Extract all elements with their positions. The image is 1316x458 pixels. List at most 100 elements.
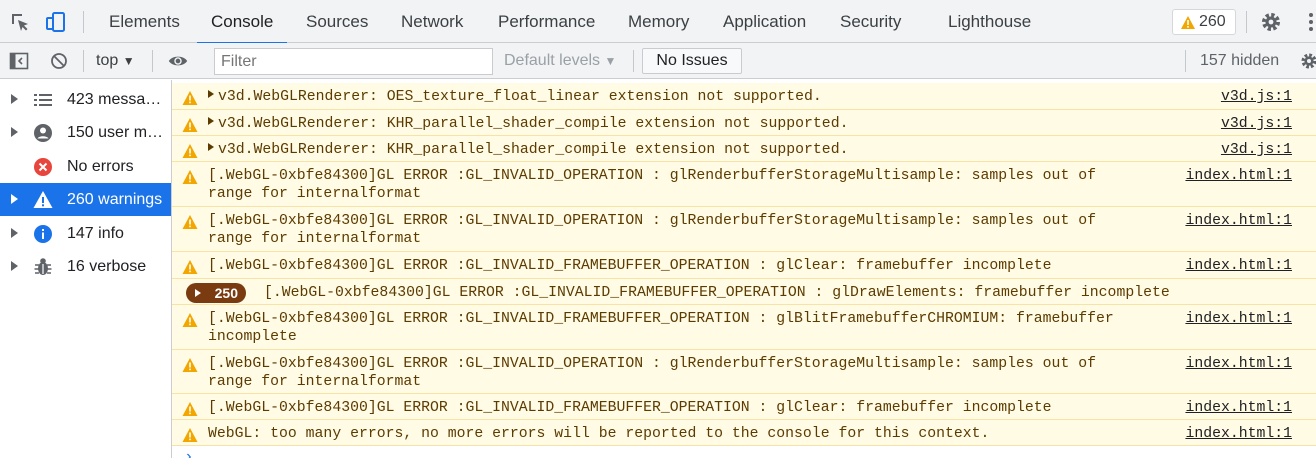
console-sidebar: 423 messa… 150 user m… No errors 260 war…	[0, 80, 172, 458]
toolbar-divider	[633, 50, 634, 72]
toolbar-divider	[1185, 50, 1186, 72]
tab-elements[interactable]: Elements	[109, 12, 180, 31]
warning-icon	[182, 90, 198, 106]
console-settings-gear-icon[interactable]	[1299, 51, 1316, 71]
sidebar-item-warnings[interactable]: 260 warnings	[0, 183, 171, 216]
expand-arrow-icon	[11, 261, 18, 271]
warning-message-row[interactable]: 250 [.WebGL-0xbfe84300]GL ERROR :GL_INVAL…	[172, 279, 1316, 305]
source-link[interactable]: v3d.js:1	[1220, 142, 1292, 158]
device-toolbar-icon[interactable]	[44, 10, 68, 34]
context-label: top	[96, 52, 119, 69]
message-text: [.WebGL-0xbfe84300]GL ERROR :GL_INVALID_…	[208, 356, 1096, 390]
tab-performance[interactable]: Performance	[498, 12, 596, 31]
log-levels-dropdown[interactable]: Default levels ▼	[504, 43, 616, 79]
more-options-icon[interactable]	[1299, 10, 1316, 34]
expand-arrow-icon	[11, 194, 18, 204]
warning-icon	[182, 214, 198, 230]
warning-message-row[interactable]: [.WebGL-0xbfe84300]GL ERROR :GL_INVALID_…	[172, 305, 1316, 350]
source-link[interactable]: index.html:1	[1185, 356, 1292, 372]
warning-icon	[182, 117, 198, 133]
log-levels-label: Default levels	[504, 52, 601, 69]
tab-console[interactable]: Console	[196, 0, 288, 44]
live-expression-eye-icon[interactable]	[168, 51, 188, 71]
sidebar-item-label: 150 user m…	[67, 124, 164, 141]
expand-arrow-icon	[11, 127, 18, 137]
sidebar-item-label: 260 warnings	[67, 191, 163, 208]
clear-console-icon[interactable]	[49, 51, 69, 71]
message-text: WebGL: too many errors, no more errors w…	[208, 426, 990, 442]
warning-icon	[33, 191, 53, 208]
warning-icon	[1181, 16, 1195, 29]
error-icon	[34, 158, 52, 176]
warning-message-row[interactable]: WebGL: too many errors, no more errors w…	[172, 420, 1316, 446]
warning-message-row[interactable]: v3d.WebGLRenderer: OES_texture_float_lin…	[172, 83, 1316, 110]
toolbar-divider	[83, 11, 84, 33]
warning-icon	[182, 143, 198, 159]
warning-message-row[interactable]: [.WebGL-0xbfe84300]GL ERROR :GL_INVALID_…	[172, 394, 1316, 420]
user-icon	[34, 124, 52, 142]
expand-arrow-icon	[11, 228, 18, 238]
expand-arrow-icon	[11, 94, 18, 104]
sidebar-toggle-icon[interactable]	[9, 51, 29, 71]
source-link[interactable]: index.html:1	[1185, 400, 1292, 416]
message-text[interactable]: v3d.WebGLRenderer: KHR_parallel_shader_c…	[208, 115, 848, 133]
devtools-tab-bar: Elements Console Sources Network Perform…	[0, 0, 1316, 44]
toolbar-divider	[83, 50, 84, 72]
sidebar-item-label: 147 info	[67, 225, 124, 242]
tab-network[interactable]: Network	[401, 12, 464, 31]
inspect-element-icon[interactable]	[8, 10, 32, 34]
warning-message-row[interactable]: v3d.WebGLRenderer: KHR_parallel_shader_c…	[172, 110, 1316, 136]
message-text: [.WebGL-0xbfe84300]GL ERROR :GL_INVALID_…	[208, 311, 1114, 345]
source-link[interactable]: v3d.js:1	[1220, 116, 1292, 132]
sidebar-item-errors[interactable]: No errors	[0, 150, 171, 183]
warning-icon	[182, 259, 198, 275]
source-link[interactable]: index.html:1	[1185, 311, 1292, 327]
filter-input[interactable]	[214, 48, 493, 75]
list-icon	[34, 94, 52, 106]
console-toolbar: top ▼ Default levels ▼ No Issues 157 hid…	[0, 43, 1316, 79]
source-link[interactable]: index.html:1	[1185, 213, 1292, 229]
warning-message-row[interactable]: [.WebGL-0xbfe84300]GL ERROR :GL_INVALID_…	[172, 350, 1316, 394]
sidebar-item-label: No errors	[67, 158, 134, 175]
toolbar-divider	[1246, 11, 1247, 33]
gear-icon[interactable]	[1259, 10, 1283, 34]
sidebar-item-label: 16 verbose	[67, 258, 147, 275]
tab-application[interactable]: Application	[723, 12, 807, 31]
bug-icon	[34, 258, 52, 275]
source-link[interactable]: index.html:1	[1185, 426, 1292, 442]
warning-message-row[interactable]: [.WebGL-0xbfe84300]GL ERROR :GL_INVALID_…	[172, 162, 1316, 207]
repeat-count-badge[interactable]: 250	[186, 283, 246, 303]
message-text[interactable]: v3d.WebGLRenderer: KHR_parallel_shader_c…	[208, 141, 848, 159]
message-text: [.WebGL-0xbfe84300]GL ERROR :GL_INVALID_…	[264, 285, 1170, 301]
warning-message-row[interactable]: [.WebGL-0xbfe84300]GL ERROR :GL_INVALID_…	[172, 252, 1316, 279]
message-text: [.WebGL-0xbfe84300]GL ERROR :GL_INVALID_…	[208, 213, 1096, 247]
hidden-messages-count: 157 hidden	[1200, 52, 1280, 69]
warnings-count: 260	[1199, 13, 1226, 30]
warning-icon	[182, 312, 198, 328]
chevron-down-icon: ▼	[122, 54, 135, 68]
tab-security[interactable]: Security	[840, 12, 902, 31]
toolbar-divider	[152, 50, 153, 72]
source-link[interactable]: v3d.js:1	[1220, 89, 1292, 105]
context-selector[interactable]: top ▼	[96, 43, 135, 79]
warning-message-row[interactable]: [.WebGL-0xbfe84300]GL ERROR :GL_INVALID_…	[172, 207, 1316, 252]
tab-memory[interactable]: Memory	[628, 12, 690, 31]
sidebar-item-verbose[interactable]: 16 verbose	[0, 250, 171, 283]
tab-sources[interactable]: Sources	[306, 12, 369, 31]
source-link[interactable]: index.html:1	[1185, 258, 1292, 274]
sidebar-item-user-messages[interactable]: 150 user m…	[0, 116, 171, 149]
warnings-count-badge[interactable]: 260	[1172, 9, 1236, 35]
warning-icon	[182, 401, 198, 417]
console-messages: › v3d.WebGLRenderer: OES_texture_float_l…	[172, 80, 1316, 458]
warning-message-row[interactable]: v3d.WebGLRenderer: KHR_parallel_shader_c…	[172, 136, 1316, 162]
tab-lighthouse[interactable]: Lighthouse	[948, 12, 1032, 31]
issues-button[interactable]: No Issues	[642, 48, 742, 74]
console-prompt-icon[interactable]: ›	[184, 448, 194, 458]
source-link[interactable]: index.html:1	[1185, 168, 1292, 184]
message-text[interactable]: v3d.WebGLRenderer: OES_texture_float_lin…	[208, 88, 822, 106]
warning-icon	[182, 169, 198, 185]
sidebar-item-messages[interactable]: 423 messa…	[0, 83, 171, 116]
sidebar-item-info[interactable]: 147 info	[0, 217, 171, 250]
warning-icon	[182, 357, 198, 373]
info-icon	[34, 225, 52, 243]
